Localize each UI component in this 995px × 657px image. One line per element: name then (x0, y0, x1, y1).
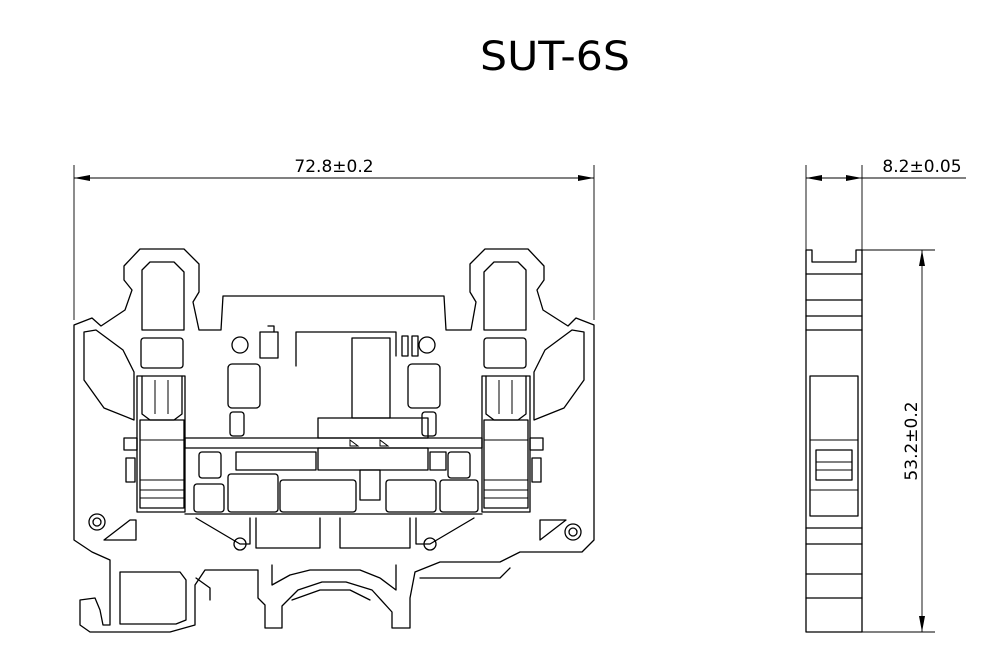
height-dimension: 53.2±0.2 (862, 249, 935, 633)
thickness-dimension: 8.2±0.05 (805, 157, 966, 250)
thickness-dimension-label: 8.2±0.05 (882, 157, 961, 177)
width-dimension: 72.8±0.2 (73, 157, 595, 320)
left-clamp (136, 375, 186, 513)
width-dimension-label: 72.8±0.2 (294, 157, 373, 177)
side-outline (805, 249, 863, 633)
side-view: 8.2±0.05 53.2±0.2 (805, 157, 966, 633)
right-clamp (481, 375, 531, 513)
height-dimension-label: 53.2±0.2 (902, 401, 922, 480)
drawing-title: SUT-6S (480, 34, 630, 80)
front-view: 72.8±0.2 (73, 157, 595, 633)
front-outline (73, 248, 595, 633)
